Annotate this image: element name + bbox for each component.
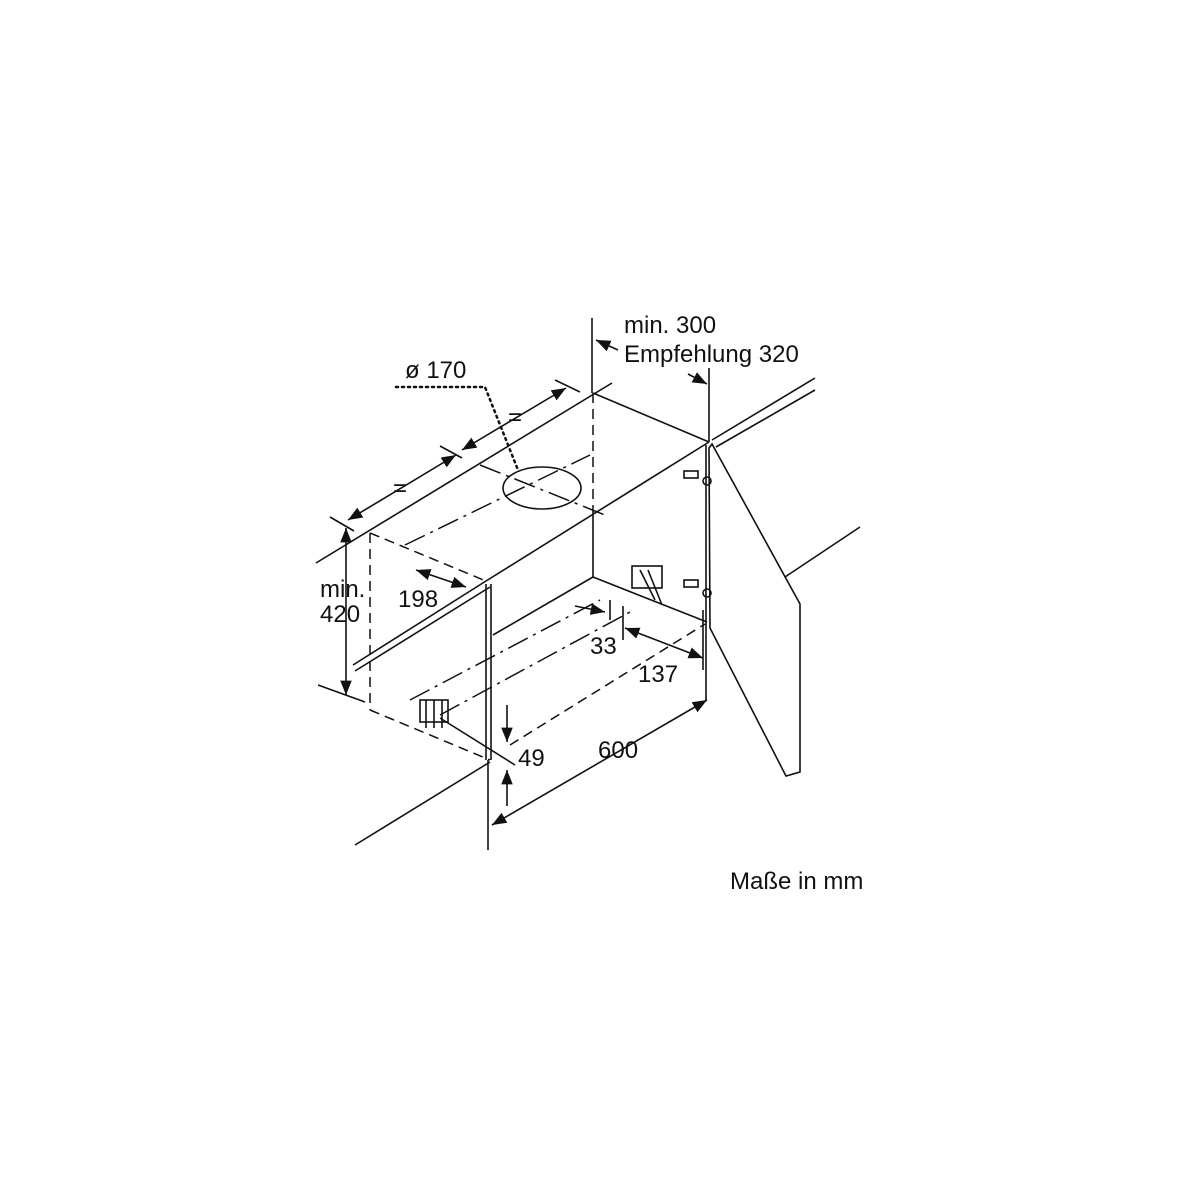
exhaust-hole	[502, 466, 582, 510]
label-min: min.	[320, 576, 365, 603]
hinge-icon	[683, 470, 712, 598]
label-49: 49	[518, 745, 545, 772]
units-note: Maße in mm	[730, 868, 863, 895]
label-empfehlung-320: Empfehlung 320	[624, 341, 799, 368]
diameter-leader	[394, 385, 520, 472]
label-equal-2: =	[393, 475, 407, 502]
label-33: 33	[590, 633, 617, 660]
cabinet-door	[708, 442, 801, 777]
label-diameter-170: ø 170	[405, 357, 466, 384]
bracket-icon	[419, 565, 663, 728]
label-198: 198	[398, 586, 438, 613]
label-137: 137	[638, 661, 678, 688]
dimension-lines	[329, 318, 710, 826]
label-min-300: min. 300	[624, 312, 716, 339]
label-equal-1: =	[508, 404, 522, 431]
label-420: 420	[320, 601, 360, 628]
cabinet-outline	[315, 377, 861, 850]
label-600: 600	[598, 737, 638, 764]
